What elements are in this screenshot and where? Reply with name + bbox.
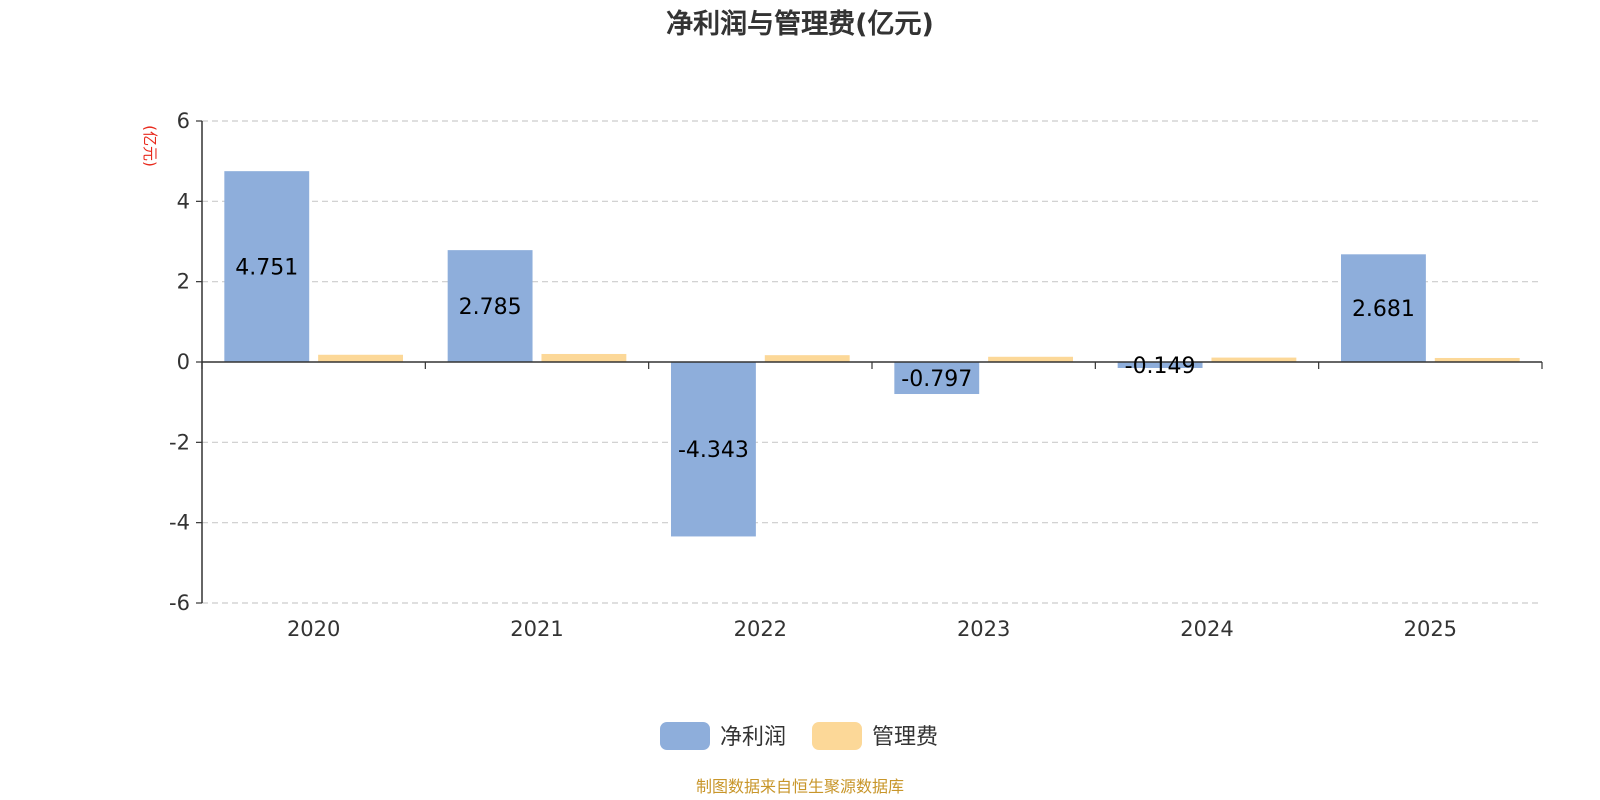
y-tick-label: 6 [177,109,190,133]
x-tick-label: 2020 [287,617,340,641]
y-tick-label: -4 [169,511,190,535]
legend-label: 管理费 [872,725,938,750]
legend[interactable]: 净利润 管理费 [660,722,938,750]
grid-lines [202,120,1542,604]
y-tick-label: 0 [177,350,190,374]
bar-net-profit[interactable] [671,362,756,537]
x-tick-label: 2022 [734,617,787,641]
bar-admin-expense[interactable] [541,353,627,362]
data-label: 2.785 [459,295,522,320]
bar-net-profit[interactable] [1341,254,1426,362]
data-label: 4.751 [235,256,298,281]
bar-net-profit[interactable] [1117,362,1203,368]
data-label: -0.149 [1125,354,1196,379]
y-tick-label: 2 [177,270,190,294]
bar-admin-expense[interactable] [318,354,403,362]
y-tick-label: -6 [169,591,190,615]
legend-swatch [812,722,862,750]
y-tick-label: -2 [169,430,190,454]
legend-item-admin-expense[interactable]: 管理费 [812,722,938,750]
data-label: -4.343 [678,438,749,463]
source-note: 制图数据来自恒生聚源数据库 [696,777,904,796]
y-tick-label: 4 [177,189,190,213]
bar-net-profit[interactable] [447,250,533,362]
bars [224,171,1520,537]
data-label: -0.797 [901,367,972,392]
chart-title: 净利润与管理费(亿元) [666,8,934,40]
bar-admin-expense[interactable] [764,355,850,362]
legend-item-net-profit[interactable]: 净利润 [660,722,786,750]
data-labels: 4.751 2.785 -4.343 -0.797 -0.149 2.681 [235,256,1415,464]
y-axis-label: (亿元) [141,125,159,167]
bar-admin-expense[interactable] [988,356,1073,362]
bar-net-profit[interactable] [224,171,310,362]
legend-label: 净利润 [720,725,786,750]
bar-net-profit[interactable] [894,362,980,395]
x-tick-label: 2024 [1180,617,1233,641]
axes: -6 -4 -2 0 2 4 6 2020 2021 2022 2023 2024 2025 [169,109,1543,641]
x-tick-label: 2025 [1404,617,1457,641]
legend-swatch [660,722,710,750]
x-tick-label: 2023 [957,617,1010,641]
bar-admin-expense[interactable] [1211,357,1297,362]
bar-admin-expense[interactable] [1434,357,1520,362]
data-label: 2.681 [1352,297,1415,322]
x-tick-label: 2021 [510,617,563,641]
